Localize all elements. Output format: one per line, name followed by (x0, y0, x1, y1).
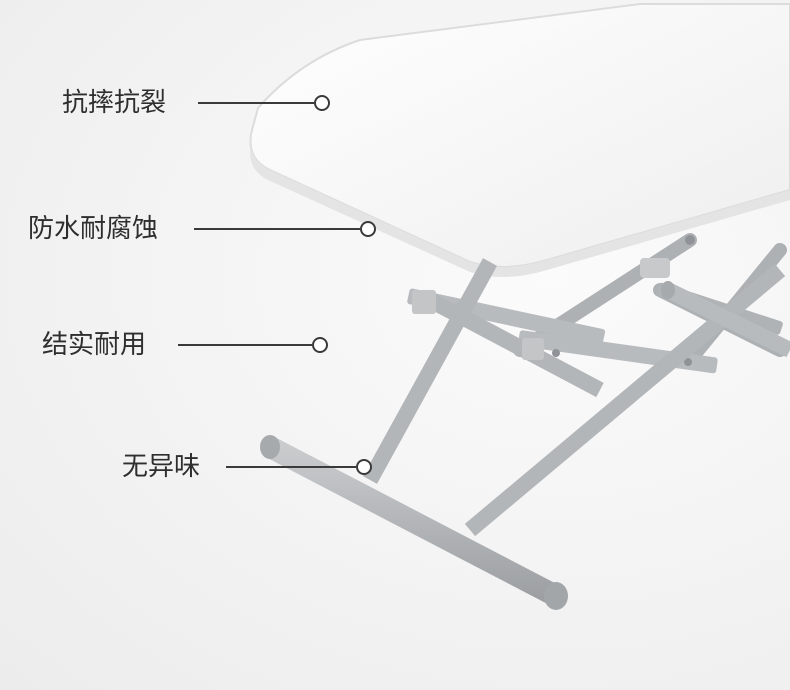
callout-line (178, 344, 312, 346)
feature-label: 无异味 (122, 452, 201, 482)
callout-line (198, 102, 314, 104)
feature-callout-waterproof: 防水耐腐蚀 (28, 212, 378, 246)
callout-dot (356, 459, 372, 475)
tabletop (249, 3, 790, 277)
callout-dot (314, 95, 330, 111)
callout-dot (312, 337, 328, 353)
rear-foot-bar (661, 281, 790, 358)
callout-line (194, 228, 360, 230)
feature-callout-shatterproof: 抗摔抗裂 (62, 86, 332, 120)
hinge-blocks (412, 290, 544, 360)
feature-label: 抗摔抗裂 (62, 88, 167, 118)
base-foot-bar (260, 435, 568, 610)
feature-callout-durable: 结实耐用 (42, 328, 332, 362)
feature-label: 防水耐腐蚀 (28, 214, 159, 244)
callout-dot (360, 221, 376, 237)
callout-line (226, 466, 356, 468)
feature-label: 结实耐用 (42, 330, 147, 360)
feature-callout-odorless: 无异味 (122, 450, 382, 484)
